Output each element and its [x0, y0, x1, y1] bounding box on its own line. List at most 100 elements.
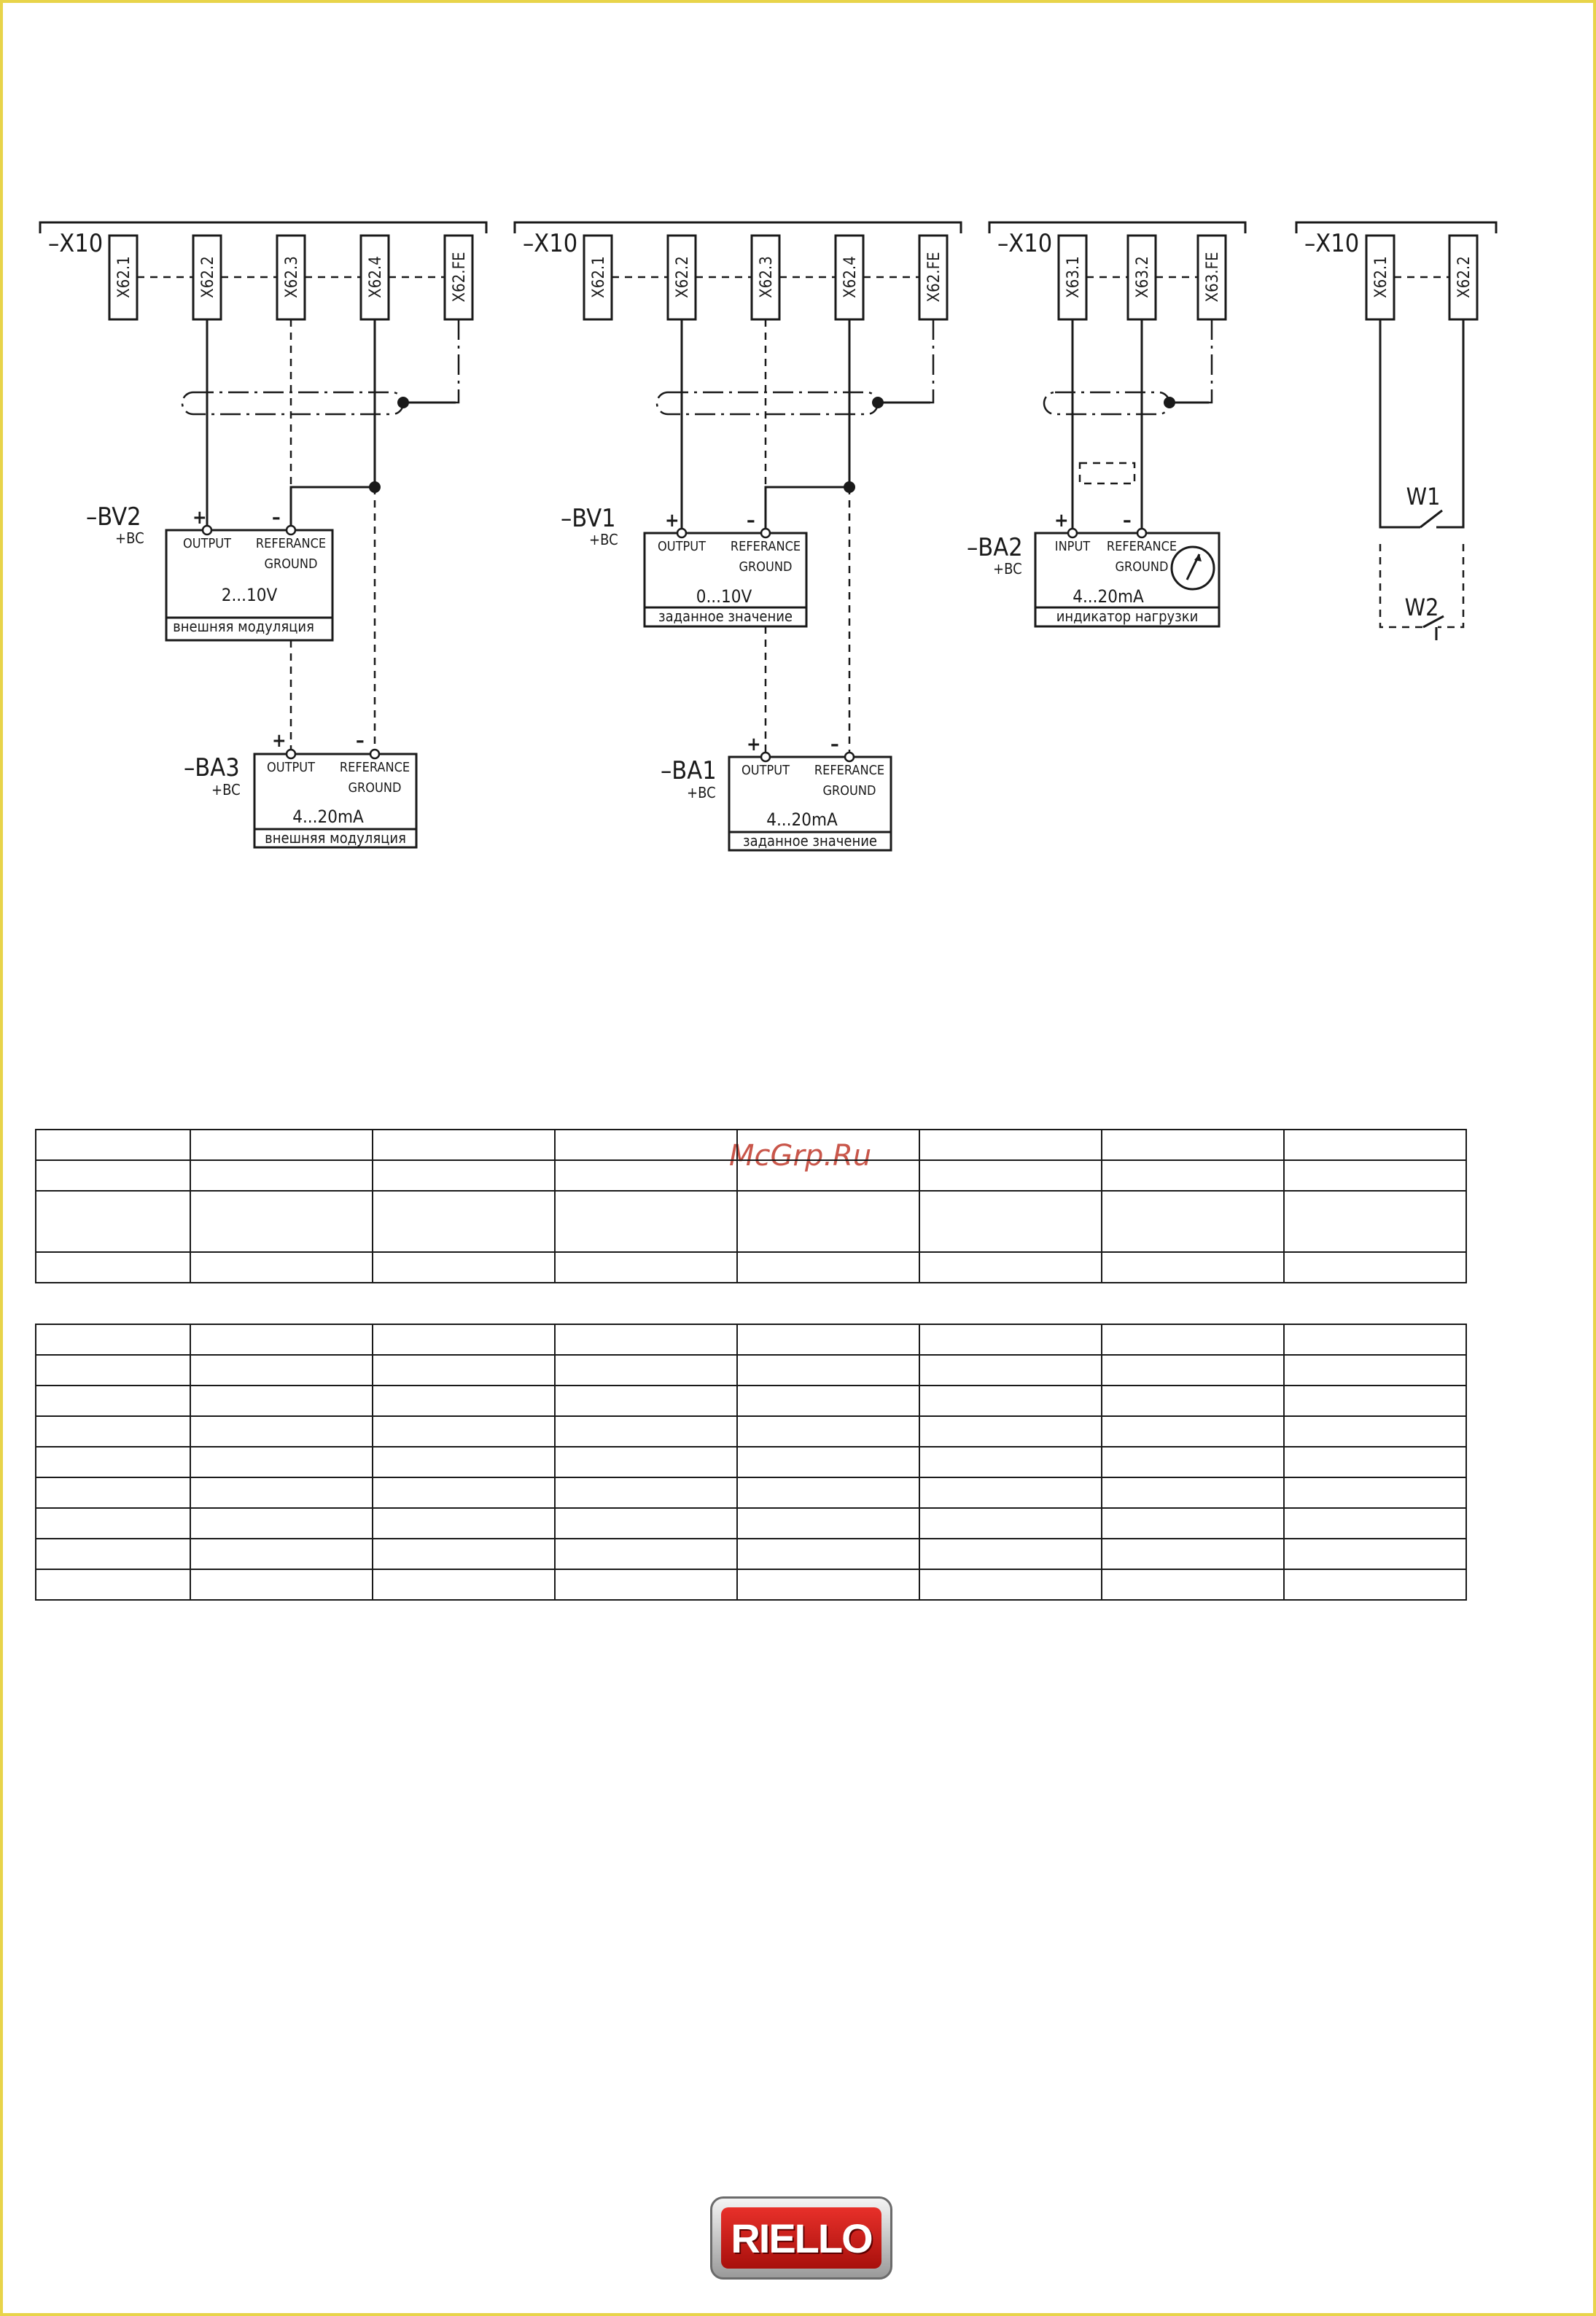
table-cell: [190, 1129, 373, 1161]
table-cell: [919, 1159, 1102, 1192]
pin-label: REFERANCE: [731, 539, 801, 554]
terminal-x62-1: [108, 234, 139, 321]
table-cell: [35, 1251, 191, 1283]
circuit-block-ba2: –X10 X63.1 X63.2 X63.FE –BA2 +BC + – INP…: [967, 221, 1247, 628]
table-cell: [736, 1251, 920, 1283]
gauge-icon: [1170, 545, 1215, 591]
device-tag: –BA1: [661, 756, 717, 785]
table-cell: [35, 1129, 191, 1161]
device-tag: –BV2: [86, 502, 141, 532]
table-cell: [35, 1354, 191, 1386]
terminal-label: X62.3: [758, 256, 776, 298]
table-cell: [190, 1190, 373, 1253]
table-cell: [736, 1129, 920, 1161]
table-cell: [372, 1538, 556, 1570]
table-row: [35, 1415, 1467, 1448]
table-cell: [554, 1477, 738, 1509]
device-box-ba1: [728, 755, 892, 852]
data-table-top: [35, 1129, 1467, 1283]
terminal-label: X63.2: [1134, 256, 1152, 298]
device-location: +BC: [687, 784, 716, 801]
table-cell: [1283, 1354, 1467, 1386]
table-cell: [190, 1507, 373, 1539]
pin-sign: –: [830, 734, 839, 755]
table-cell: [372, 1354, 556, 1386]
circuit-block-bv1-ba1: –X10 X62.1 X62.2 X62.3 X62.4 X62.FE –BV1…: [513, 221, 962, 852]
table-cell: [1283, 1159, 1467, 1192]
terminal-label: X62.4: [367, 256, 385, 298]
table-cell: [1283, 1477, 1467, 1509]
device-box-ba3: [253, 753, 418, 849]
table-cell: [1101, 1569, 1285, 1601]
table-cell: [919, 1507, 1102, 1539]
device-value: 4...20mA: [766, 809, 838, 830]
terminal-x62-2: [1448, 234, 1479, 321]
pin-marker: [369, 748, 381, 760]
table-row: [35, 1385, 1467, 1417]
table-cell: [1283, 1446, 1467, 1478]
table-cell: [919, 1415, 1102, 1448]
pin-label: REFERANCE: [340, 760, 410, 775]
device-value: 4...20mA: [1073, 586, 1144, 607]
device-location: +BC: [589, 531, 618, 548]
device-caption: индикатор нагрузки: [1056, 607, 1199, 625]
connector-label: –X10: [48, 229, 103, 258]
pin-label: REFERANCE: [256, 536, 326, 551]
table-cell: [35, 1324, 191, 1356]
connector-label: –X10: [1304, 229, 1359, 258]
table-cell: [554, 1446, 738, 1478]
device-value: 0...10V: [696, 586, 752, 607]
table-cell: [919, 1446, 1102, 1478]
device-location: +BC: [211, 781, 241, 798]
pin-label: OUTPUT: [183, 536, 231, 551]
table-cell: [1283, 1415, 1467, 1448]
table-cell: [35, 1446, 191, 1478]
table-cell: [554, 1324, 738, 1356]
table-row: [35, 1324, 1467, 1356]
pin-marker: [201, 524, 213, 536]
table-cell: [919, 1190, 1102, 1253]
table-cell: [1283, 1538, 1467, 1570]
table-cell: [919, 1385, 1102, 1417]
pin-label: GROUND: [1116, 559, 1169, 575]
device-caption: заданное значение: [658, 607, 793, 625]
table-cell: [372, 1477, 556, 1509]
table-row: [35, 1190, 1467, 1253]
pin-sign: +: [747, 734, 761, 755]
table-cell: [372, 1569, 556, 1601]
table-cell: [1283, 1324, 1467, 1356]
pin-sign: –: [272, 507, 281, 529]
table-row: [35, 1569, 1467, 1601]
table-cell: [35, 1507, 191, 1539]
table-cell: [554, 1415, 738, 1448]
device-box-bv1: [643, 532, 808, 628]
table-cell: [554, 1190, 738, 1253]
riello-logo: RIELLO: [710, 2196, 892, 2280]
connector-label: –X10: [997, 229, 1052, 258]
table-row: [35, 1354, 1467, 1386]
table-cell: [372, 1446, 556, 1478]
table-cell: [1101, 1507, 1285, 1539]
terminal-label: X62.FE: [925, 252, 943, 303]
table-cell: [1101, 1538, 1285, 1570]
terminal-label: X62.2: [674, 256, 692, 298]
switch-label: W1: [1406, 483, 1441, 510]
table-cell: [919, 1538, 1102, 1570]
table-cell: [372, 1159, 556, 1192]
pin-label: OUTPUT: [267, 760, 315, 775]
data-table-bottom: [35, 1324, 1467, 1601]
switch-label: W2: [1405, 594, 1439, 621]
table-cell: [1101, 1446, 1285, 1478]
pin-marker: [760, 527, 771, 539]
table-cell: [372, 1507, 556, 1539]
device-location: +BC: [115, 529, 144, 547]
table-cell: [190, 1477, 373, 1509]
pin-sign: –: [1123, 510, 1132, 532]
table-cell: [736, 1324, 920, 1356]
device-caption: заданное значение: [743, 832, 877, 850]
table-cell: [736, 1569, 920, 1601]
table-cell: [919, 1354, 1102, 1386]
device-box-bv2: [165, 529, 334, 642]
table-cell: [919, 1324, 1102, 1356]
table-cell: [372, 1251, 556, 1283]
